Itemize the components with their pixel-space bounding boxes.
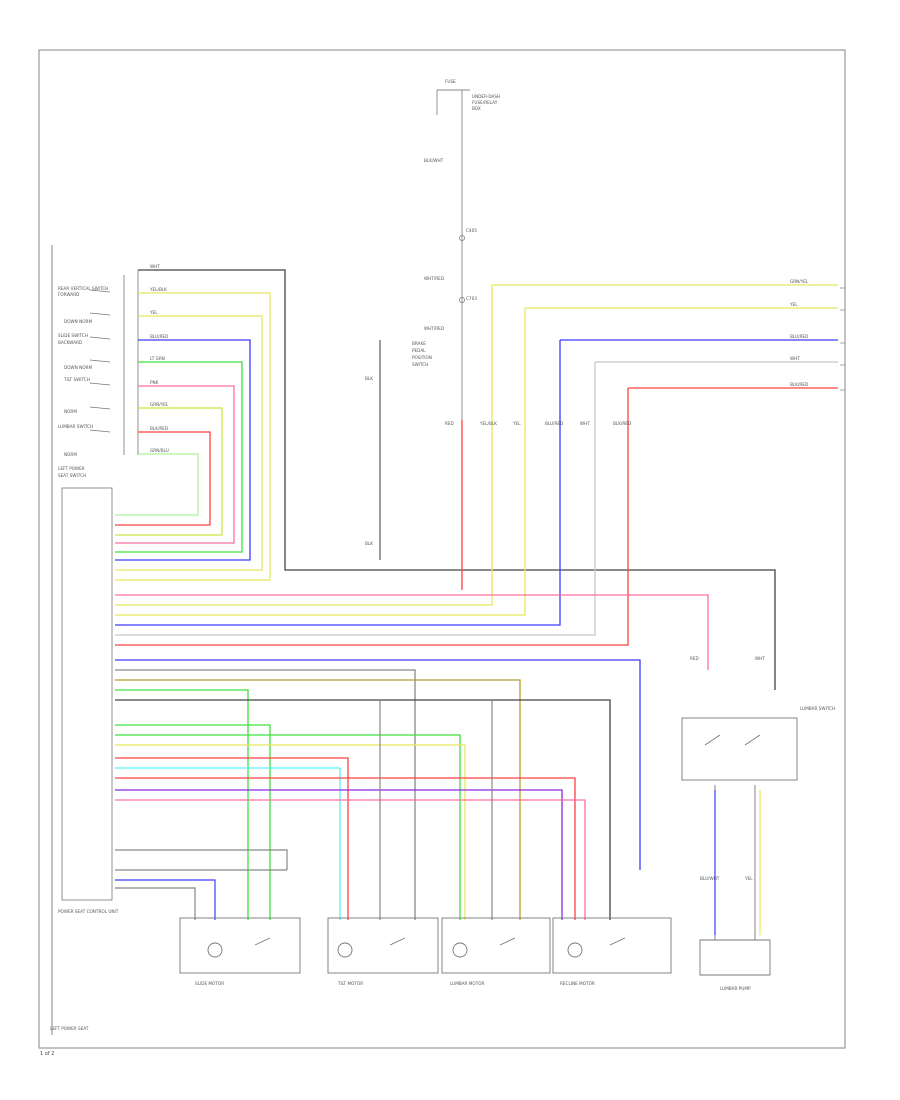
motor-boxes (179, 917, 672, 974)
svg-text:BLK: BLK (365, 376, 373, 381)
svg-text:BACKWARD: BACKWARD (58, 340, 82, 345)
svg-text:YEL: YEL (744, 876, 753, 881)
control-unit-box (61, 487, 113, 901)
top-bundle-wires (115, 284, 838, 646)
page-reference: 1 of 2 (40, 1051, 54, 1057)
svg-text:SLIDE MOTOR: SLIDE MOTOR (195, 981, 224, 986)
svg-text:BLU/RED: BLU/RED (790, 334, 808, 339)
recline-motor-box (552, 917, 672, 974)
svg-text:LUMBAR SWITCH: LUMBAR SWITCH (58, 424, 93, 429)
switch-wire-labels: WHT YEL/BLK YEL BLU/RED LT GRN PNK GRN/Y… (149, 264, 169, 453)
svg-text:FUSE: FUSE (445, 79, 456, 84)
svg-text:DOWN NORM: DOWN NORM (64, 365, 92, 370)
control-unit-name: POWER SEAT CONTROL UNIT (58, 909, 119, 914)
lumbar-switch (681, 717, 798, 940)
svg-text:BLU/WHT: BLU/WHT (700, 876, 720, 881)
svg-text:WHT/RED: WHT/RED (424, 326, 444, 331)
svg-text:FUSE/RELAY: FUSE/RELAY (472, 100, 498, 105)
svg-text:WHT/RED: WHT/RED (424, 276, 444, 281)
lumbar-switch-label: LUMBAR SWITCH (800, 706, 835, 711)
right-connector (840, 287, 845, 391)
svg-text:YEL: YEL (512, 421, 521, 426)
svg-text:GRN/YEL: GRN/YEL (150, 402, 169, 407)
svg-text:YEL/BLK: YEL/BLK (149, 287, 167, 292)
svg-text:DOWN NORM: DOWN NORM (64, 319, 92, 324)
slide-motor-box (179, 917, 301, 974)
svg-text:C703: C703 (466, 296, 477, 301)
svg-text:BLU/RED: BLU/RED (150, 334, 168, 339)
motor-labels: SLIDE MOTOR TILT MOTOR LUMBAR MOTOR RECL… (195, 981, 595, 986)
svg-text:BOX: BOX (472, 106, 481, 111)
svg-text:SLIDE SWITCH: SLIDE SWITCH (58, 333, 88, 338)
fuse-labels: FUSE UNDER-DASH FUSE/RELAY BOX BLK/WHT C… (412, 79, 500, 367)
svg-text:FORWARD: FORWARD (58, 292, 79, 297)
svg-text:PNK: PNK (150, 380, 159, 385)
svg-text:WHT: WHT (790, 356, 800, 361)
svg-text:POSITION: POSITION (412, 355, 432, 360)
svg-text:TILT SWITCH: TILT SWITCH (63, 377, 90, 382)
lumbar-pump (699, 939, 771, 976)
switch-wires (115, 269, 776, 690)
svg-text:TILT MOTOR: TILT MOTOR (337, 981, 363, 986)
bus-wires (115, 594, 709, 920)
svg-text:WHT: WHT (755, 656, 765, 661)
svg-text:C405: C405 (466, 228, 477, 233)
drop-labels: RED YEL/BLK YEL BLU/RED WHT BLK/RED BLK … (365, 376, 765, 881)
svg-text:UNDER-DASH: UNDER-DASH (472, 94, 500, 99)
svg-text:BLU/RED: BLU/RED (545, 421, 563, 426)
right-wire-labels: GRN/YEL YEL BLU/RED WHT BLK/RED (789, 279, 809, 387)
control-unit-label: LEFT POWER (58, 466, 85, 471)
svg-text:BLK/RED: BLK/RED (613, 421, 631, 426)
svg-text:WHT: WHT (580, 421, 590, 426)
lumbar-pump-label: LUMBAR PUMP (720, 986, 751, 991)
svg-text:RECLINE MOTOR: RECLINE MOTOR (560, 981, 595, 986)
lower-wires (115, 700, 493, 920)
svg-text:PEDAL: PEDAL (412, 348, 426, 353)
svg-text:WHT: WHT (150, 264, 160, 269)
control-unit-label-2: SEAT SWITCH (58, 473, 86, 478)
power-seat-switch (89, 270, 139, 455)
svg-text:BLK: BLK (365, 541, 373, 546)
svg-text:SWITCH: SWITCH (412, 362, 428, 367)
svg-text:NORM: NORM (64, 409, 77, 414)
svg-text:REAR VERTICAL SWITCH: REAR VERTICAL SWITCH (58, 286, 108, 291)
lumbar-wires (714, 790, 761, 935)
svg-text:BLK/RED: BLK/RED (150, 426, 168, 431)
svg-text:YEL: YEL (149, 310, 158, 315)
svg-text:BRAKE: BRAKE (412, 341, 426, 346)
svg-text:RED: RED (445, 421, 454, 426)
left-power-seat-title: LEFT POWER SEAT (50, 1026, 89, 1031)
svg-text:YEL/BLK: YEL/BLK (479, 421, 497, 426)
fuse-section (436, 89, 470, 420)
lumbar-motor-box (441, 917, 551, 974)
switch-labels: REAR VERTICAL SWITCH FORWARD DOWN NORM S… (58, 286, 108, 457)
svg-text:LUMBAR MOTOR: LUMBAR MOTOR (450, 981, 485, 986)
diagram-border (38, 49, 846, 1049)
svg-text:BLK/RED: BLK/RED (790, 382, 808, 387)
svg-text:GRN/BLU: GRN/BLU (150, 448, 169, 453)
svg-text:NORM: NORM (64, 452, 77, 457)
svg-text:RED: RED (690, 656, 699, 661)
svg-text:BLK/WHT: BLK/WHT (424, 158, 444, 163)
svg-text:YEL: YEL (789, 302, 798, 307)
svg-text:LT GRN: LT GRN (150, 356, 165, 361)
tilt-motor-box (327, 917, 439, 974)
svg-text:GRN/YEL: GRN/YEL (790, 279, 809, 284)
